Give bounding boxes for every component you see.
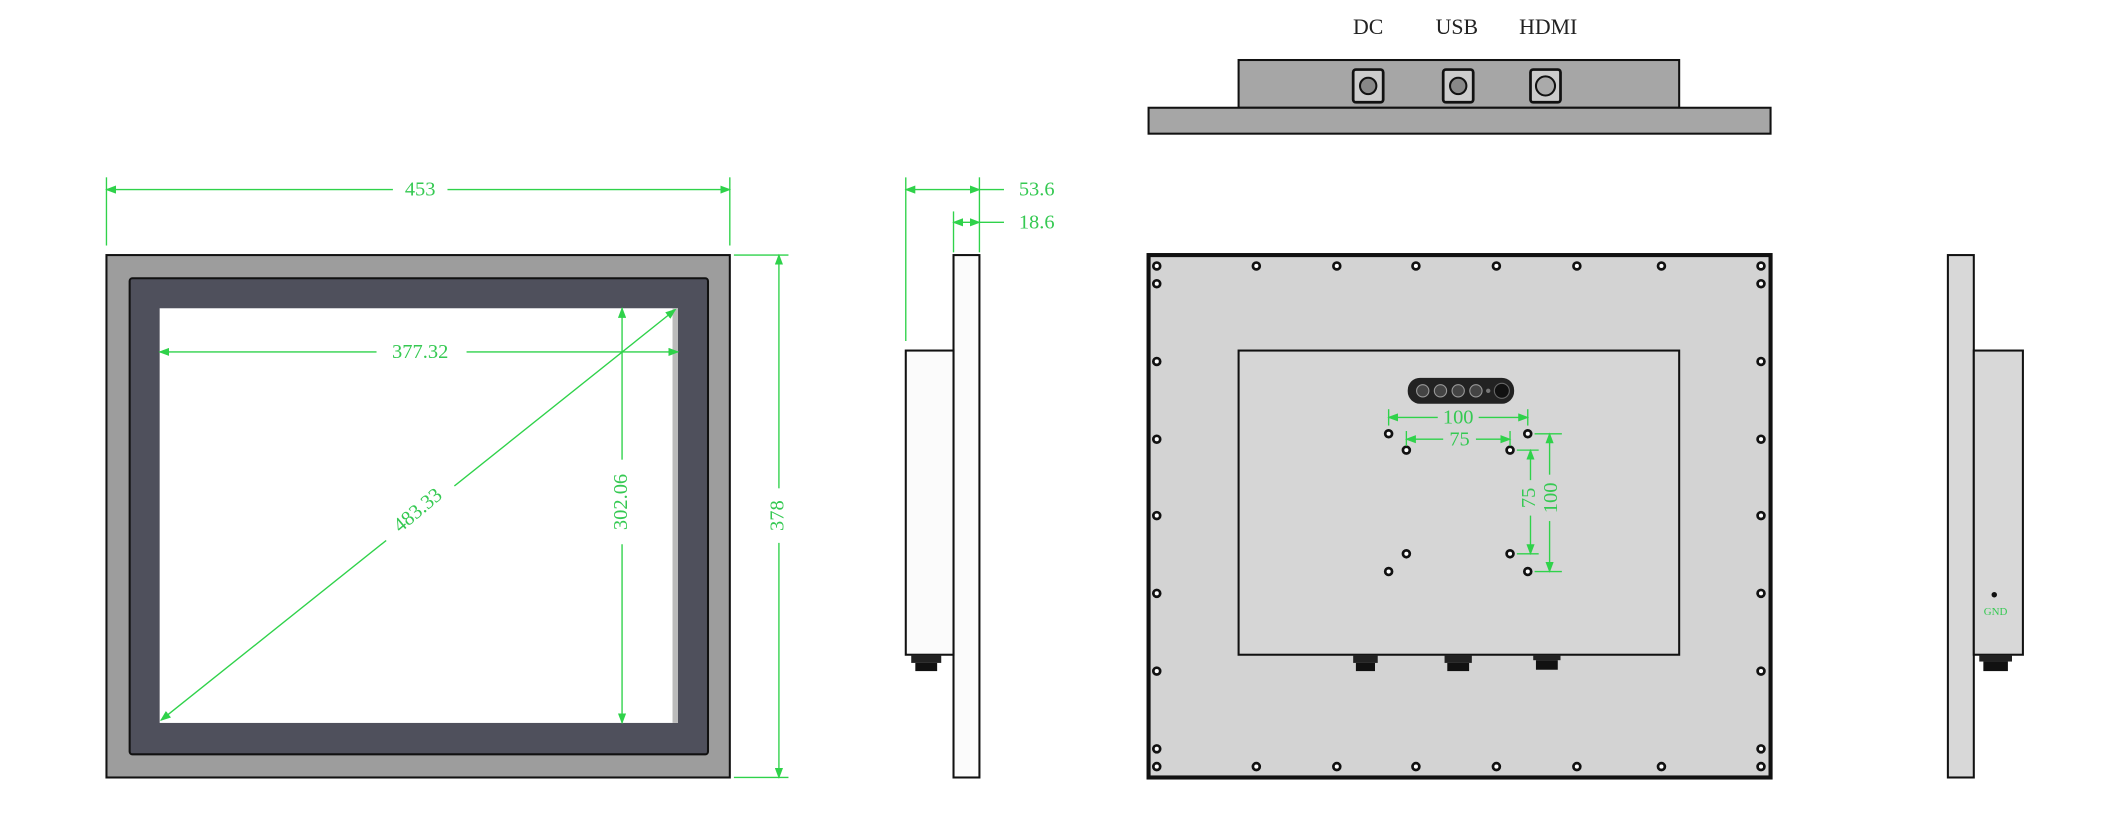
rear-housing bbox=[904, 349, 955, 656]
connector-right bbox=[1979, 654, 2012, 662]
panel-side bbox=[952, 254, 981, 779]
screw-icon bbox=[1756, 278, 1766, 289]
dim-label-vesa-75-h: 75 bbox=[1449, 428, 1469, 450]
screw-icon bbox=[1756, 261, 1766, 271]
connector-side bbox=[911, 654, 942, 663]
screw-icon bbox=[1151, 744, 1162, 754]
front-view: 453 377.32 302.06 483.33 378 bbox=[105, 177, 792, 779]
screw-icon bbox=[1656, 761, 1667, 772]
top-view: DC USB HDMI bbox=[1147, 15, 1772, 135]
dim-label-vesa-100-h: 100 bbox=[1443, 406, 1474, 428]
port-label-dc: DC bbox=[1353, 15, 1383, 39]
screw-icon bbox=[1151, 356, 1162, 367]
screw-icon bbox=[1411, 261, 1421, 271]
screw-icon bbox=[1151, 278, 1162, 289]
screw-icon bbox=[1756, 744, 1766, 754]
usb-port-icon bbox=[1441, 68, 1475, 104]
vesa-dimensions: 100 75 75 100 bbox=[1387, 406, 1564, 573]
panel-side-right bbox=[1946, 254, 1975, 779]
screw-icon bbox=[1332, 261, 1342, 271]
ground-screw-icon bbox=[1991, 591, 1997, 598]
port-label-usb: USB bbox=[1436, 15, 1478, 39]
hdmi-port-icon bbox=[1529, 68, 1562, 104]
perimeter-screws bbox=[1151, 261, 1766, 772]
dim-overall-width: 453 bbox=[105, 177, 732, 246]
screw-icon bbox=[1151, 588, 1162, 599]
screw-icon bbox=[1251, 761, 1262, 772]
screw-icon bbox=[1491, 761, 1502, 772]
dim-label-vesa-75-v: 75 bbox=[1518, 488, 1540, 508]
screen-edge bbox=[672, 308, 678, 723]
dim-label-377: 377.32 bbox=[392, 341, 448, 363]
screw-icon bbox=[1411, 761, 1421, 772]
dim-label-53-6: 53.6 bbox=[1019, 179, 1055, 201]
back-view: 100 75 75 100 bbox=[1146, 253, 1773, 780]
port-label-hdmi: HDMI bbox=[1519, 15, 1577, 39]
bottom-connectors bbox=[1353, 654, 1561, 672]
dim-label-vesa-100-v: 100 bbox=[1540, 483, 1562, 514]
vesa-holes bbox=[1383, 428, 1533, 577]
connector-right-plug bbox=[1983, 661, 2008, 672]
screw-icon bbox=[1151, 761, 1162, 772]
dim-label-378: 378 bbox=[767, 500, 789, 531]
screw-icon bbox=[1756, 434, 1766, 444]
io-strip-ports bbox=[1416, 382, 1510, 399]
dim-label-453: 453 bbox=[405, 179, 436, 201]
screw-icon bbox=[1756, 588, 1766, 599]
dim-label-18-6: 18.6 bbox=[1019, 211, 1055, 233]
top-panel bbox=[1147, 106, 1772, 135]
rear-housing-right bbox=[1972, 349, 2024, 656]
dim-overall-height: 378 bbox=[733, 253, 792, 779]
screw-icon bbox=[1572, 261, 1582, 271]
dc-port-icon bbox=[1351, 68, 1385, 104]
screw-icon bbox=[1332, 761, 1342, 772]
side-view: 53.6 18.6 bbox=[904, 177, 1055, 779]
screw-icon bbox=[1151, 434, 1162, 444]
screw-icon bbox=[1151, 666, 1162, 676]
screw-icon bbox=[1572, 761, 1582, 772]
screw-icon bbox=[1151, 261, 1162, 271]
screw-icon bbox=[1756, 761, 1766, 772]
right-side-view: GND bbox=[1946, 254, 2024, 779]
screw-icon bbox=[1656, 261, 1667, 271]
screw-icon bbox=[1491, 261, 1502, 271]
ground-label: GND bbox=[1984, 606, 2008, 618]
screw-icon bbox=[1756, 666, 1766, 676]
screw-icon bbox=[1756, 510, 1766, 521]
screw-icon bbox=[1251, 261, 1262, 271]
connector-side-plug bbox=[915, 662, 938, 672]
screw-icon bbox=[1756, 356, 1766, 367]
dim-label-302: 302.06 bbox=[610, 474, 632, 530]
screw-icon bbox=[1151, 510, 1162, 521]
